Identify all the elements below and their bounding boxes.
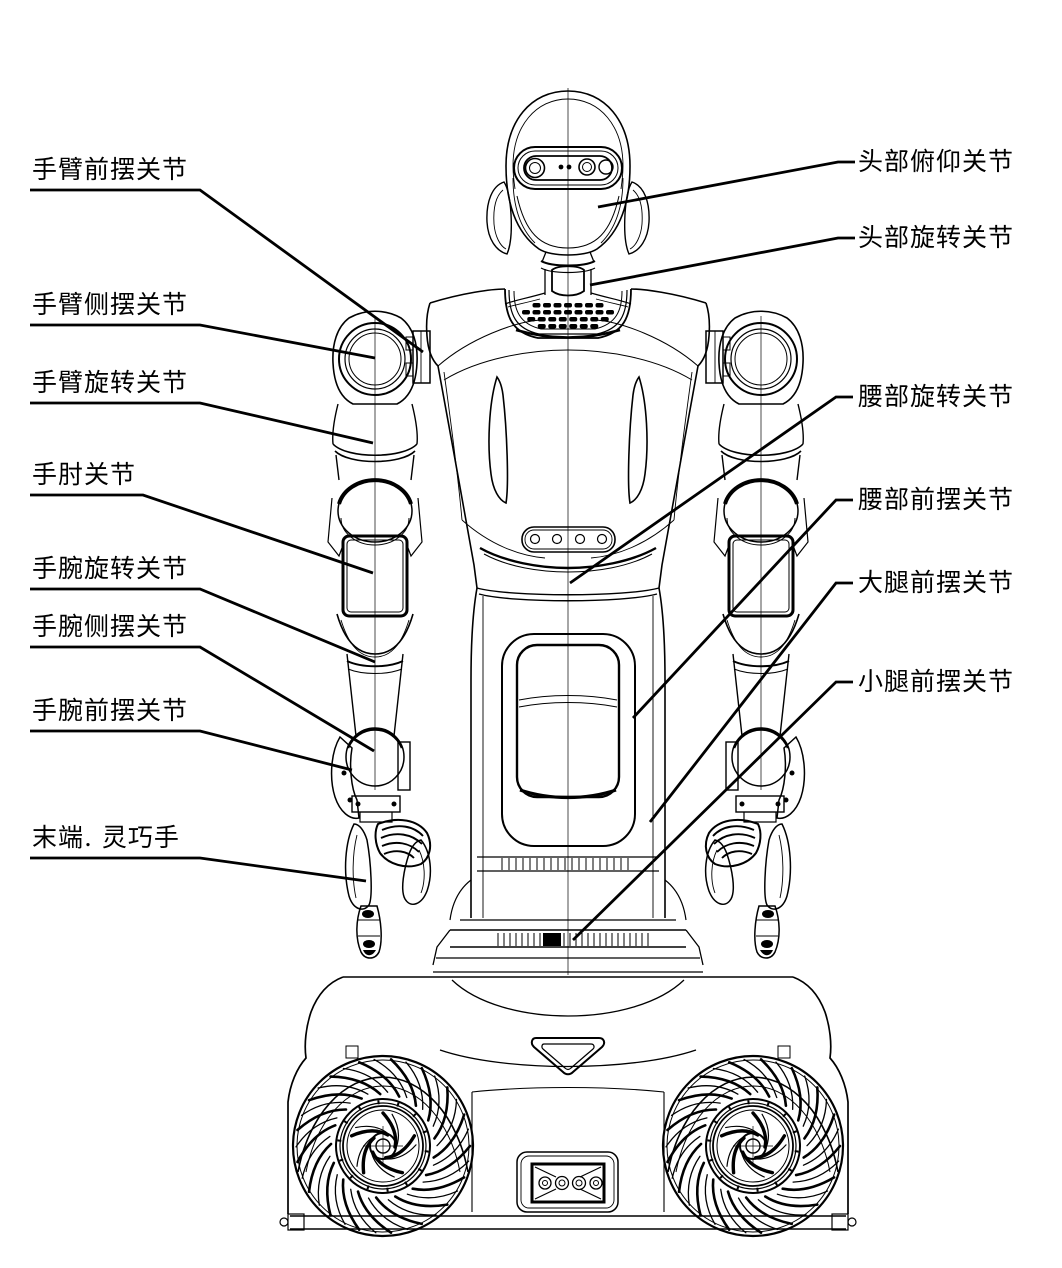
label-arm-rotation-joint: 手臂旋转关节 — [32, 368, 189, 397]
label-elbow-joint: 手肘关节 — [32, 460, 137, 489]
leader-wrist-rotation-joint — [30, 587, 376, 664]
mobile-base — [279, 976, 857, 1238]
robot-head — [486, 90, 650, 256]
wheels — [291, 1054, 845, 1238]
leader-waist-front-swing-joint — [631, 498, 853, 719]
ear-pad-right — [623, 181, 650, 255]
waist-rib-band — [501, 858, 629, 870]
leader-calf-front-swing-joint — [572, 680, 853, 941]
shoulder-bracket — [412, 330, 431, 384]
triangle-emblem-icon — [530, 1037, 606, 1076]
waist-panel — [501, 633, 636, 847]
chest-vent-left — [488, 375, 509, 505]
head-visor — [513, 146, 623, 190]
leader-end-dexterous-hand — [30, 856, 367, 883]
camera-dot-icon — [558, 164, 564, 170]
leader-elbow-joint — [30, 493, 374, 575]
leader-thigh-front-swing-joint — [648, 581, 853, 823]
label-waist-front-swing-joint: 腰部前摆关节 — [858, 485, 1015, 514]
dexterous-hand — [344, 818, 432, 959]
label-head-pitch-joint: 头部俯仰关节 — [858, 147, 1015, 176]
label-waist-rotation-joint: 腰部旋转关节 — [858, 382, 1015, 411]
port-dot-icon — [551, 533, 563, 545]
elbow-panel — [341, 534, 409, 618]
wheel — [661, 1054, 845, 1238]
robot-waist — [449, 587, 687, 921]
ear-pad-left — [486, 181, 513, 255]
label-wrist-front-swing-joint: 手腕前摆关节 — [32, 696, 189, 725]
chest-port-panel — [521, 526, 616, 553]
label-wrist-side-swing-joint: 手腕侧摆关节 — [32, 612, 189, 641]
leader-head-rotation-joint — [589, 236, 855, 287]
label-arm-side-swing-joint: 手臂侧摆关节 — [32, 290, 189, 319]
right-arm — [703, 309, 810, 960]
leader-wrist-front-swing-joint — [30, 729, 353, 772]
camera-lens-right-icon — [598, 159, 614, 175]
label-end-dexterous-hand: 末端. 灵巧手 — [32, 823, 180, 852]
leader-wrist-side-swing-joint — [30, 645, 375, 753]
left-arm — [327, 310, 432, 959]
label-wrist-rotation-joint: 手腕旋转关节 — [32, 554, 189, 583]
leader-head-pitch-joint — [597, 160, 855, 209]
wrist-ball — [345, 727, 405, 787]
port-dot-icon — [529, 533, 541, 545]
hip-flange — [343, 919, 793, 978]
robot-torso — [425, 288, 711, 602]
leader-arm-side-swing-joint — [30, 323, 376, 360]
leader-arm-front-swing-joint — [30, 188, 424, 354]
port-dot-icon — [574, 533, 586, 545]
wheel — [291, 1054, 475, 1238]
chest-vent-right — [627, 375, 648, 505]
base-connector-panel — [516, 1151, 619, 1213]
camera-lens-left-icon — [524, 157, 546, 179]
leader-arm-rotation-joint — [30, 401, 374, 445]
label-thigh-front-swing-joint: 大腿前摆关节 — [858, 568, 1015, 597]
label-head-rotation-joint: 头部旋转关节 — [858, 223, 1015, 252]
port-dot-icon — [596, 533, 608, 545]
robot-neck — [504, 251, 632, 308]
camera-bar — [523, 155, 613, 181]
label-calf-front-swing-joint: 小腿前摆关节 — [858, 667, 1015, 696]
leader-waist-rotation-joint — [569, 395, 853, 585]
camera-lens-center-icon — [578, 158, 596, 176]
camera-dot-icon — [566, 164, 572, 170]
label-arm-front-swing-joint: 手臂前摆关节 — [32, 155, 189, 184]
flange-rib-band — [497, 933, 649, 946]
leader-lines — [30, 160, 855, 941]
